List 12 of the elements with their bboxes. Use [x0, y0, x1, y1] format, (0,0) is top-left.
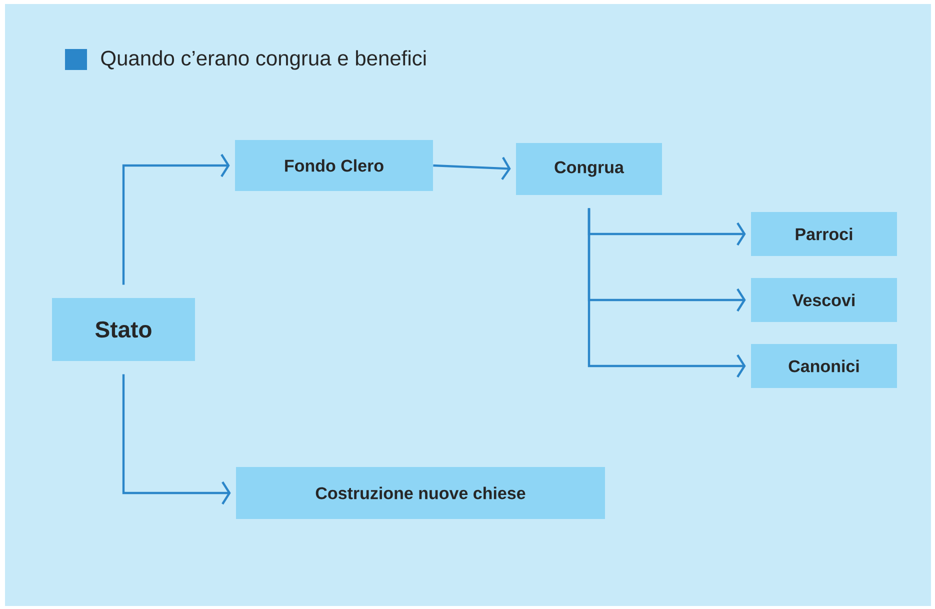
box: Fondo Clero [235, 140, 433, 191]
box: Congrua [516, 143, 662, 195]
arrow [433, 156, 511, 180]
box: Parroci [751, 212, 897, 256]
arrow [122, 154, 230, 285]
arrow [122, 374, 231, 505]
box: Costruzione nuove chiese [236, 467, 605, 519]
title: Quando c’erano congrua e benefici [101, 50, 426, 70]
box: Canonici [751, 344, 897, 388]
box: Stato [52, 298, 195, 361]
box: Vescovi [751, 278, 897, 322]
arrow [588, 208, 746, 378]
